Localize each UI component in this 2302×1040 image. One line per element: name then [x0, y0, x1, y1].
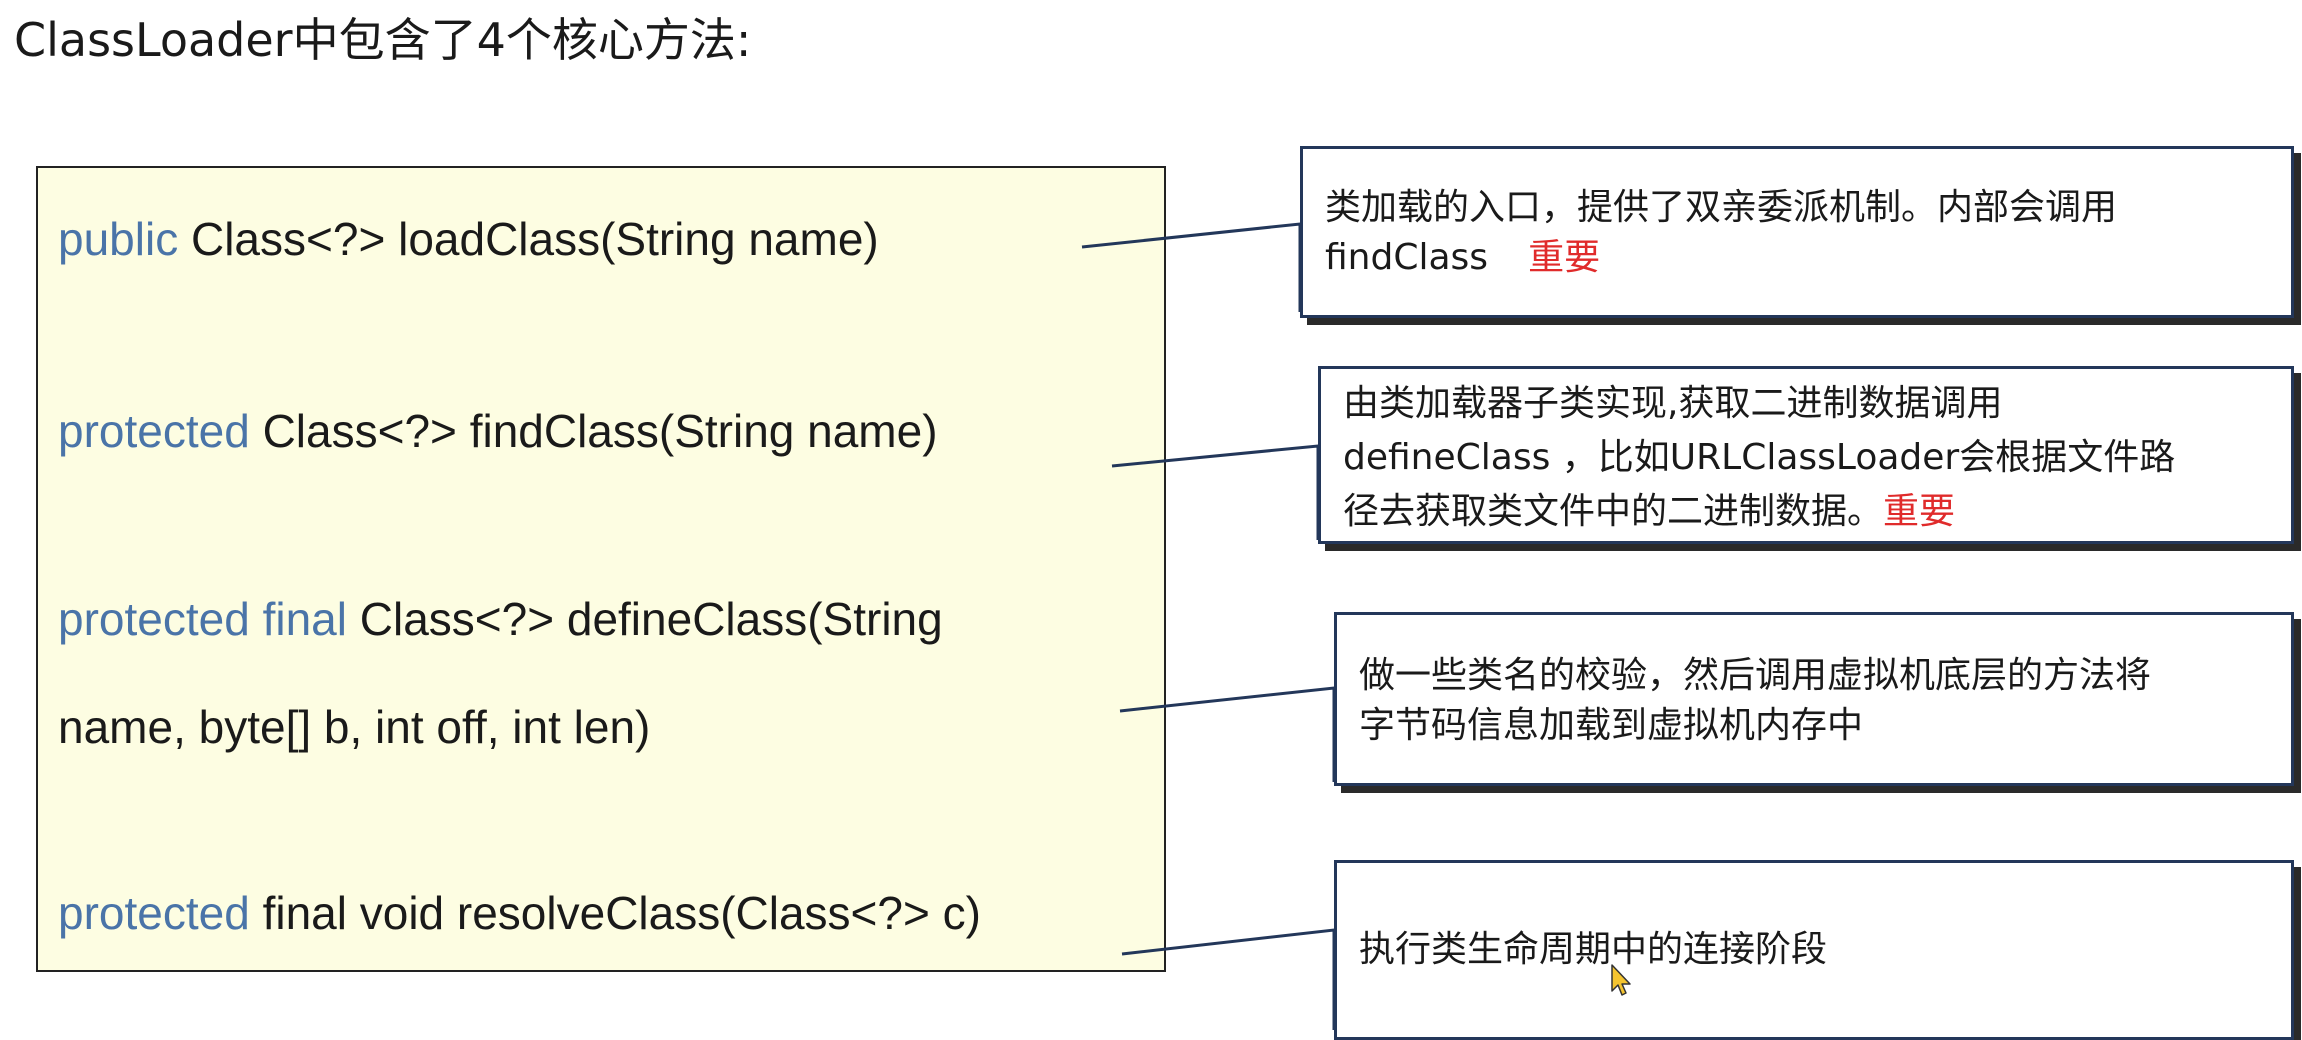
method-modifier: protected final: [58, 593, 347, 645]
method-modifier: protected: [58, 405, 250, 457]
callout-load-class: 类加载的入口，提供了双亲委派机制。内部会调用 findClass 重要: [1300, 146, 2294, 318]
callout-line: 类加载的入口，提供了双亲委派机制。内部会调用: [1325, 187, 2118, 228]
callout-line: 做一些类名的校验，然后调用虚拟机底层的方法将: [1359, 655, 2152, 696]
mouse-pointer-icon: [1611, 964, 1631, 996]
method-signature-continued: name, byte[] b, int off, int len): [58, 701, 651, 753]
callout-find-class: 由类加载器子类实现,获取二进制数据调用 defineClass ，比如URLCl…: [1318, 366, 2294, 544]
method-signature: Class<?> findClass(String name): [249, 405, 938, 457]
method-modifier: protected: [58, 887, 250, 939]
callout-line: 字节码信息加载到虚拟机内存中: [1359, 705, 1864, 746]
method-define-class-params: name, byte[] b, int off, int len): [58, 700, 650, 754]
important-tag: 重要: [1528, 237, 1601, 278]
method-signature: Class<?> loadClass(String name): [178, 213, 879, 265]
callout-line: 由类加载器子类实现,获取二进制数据调用: [1343, 383, 2003, 424]
callout-text: 径去获取类文件中的二进制数据。: [1343, 491, 1884, 532]
callout-text: findClass: [1325, 237, 1489, 278]
method-find-class: protected Class<?> findClass(String name…: [58, 404, 938, 458]
callout-line: 径去获取类文件中的二进制数据。重要: [1343, 485, 2269, 539]
method-signature: Class<?> defineClass(String: [346, 593, 943, 645]
callout-line: 执行类生命周期中的连接阶段: [1359, 929, 1828, 970]
method-load-class: public Class<?> loadClass(String name): [58, 212, 879, 266]
method-signature: final void resolveClass(Class<?> c): [249, 887, 981, 939]
important-tag: 重要: [1883, 491, 1956, 532]
method-define-class: protected final Class<?> defineClass(Str…: [58, 592, 943, 646]
callout-line: findClass 重要: [1325, 233, 2269, 283]
callout-define-class: 做一些类名的校验，然后调用虚拟机底层的方法将 字节码信息加载到虚拟机内存中: [1334, 612, 2294, 786]
method-modifier: public: [58, 213, 179, 265]
page-title: ClassLoader中包含了4个核心方法:: [14, 13, 752, 67]
method-list-box: public Class<?> loadClass(String name) p…: [36, 166, 1166, 972]
method-resolve-class: protected final void resolveClass(Class<…: [58, 886, 981, 940]
callout-resolve-class: 执行类生命周期中的连接阶段: [1334, 860, 2294, 1040]
callout-line: defineClass ，比如URLClassLoader会根据文件路: [1343, 437, 2176, 478]
